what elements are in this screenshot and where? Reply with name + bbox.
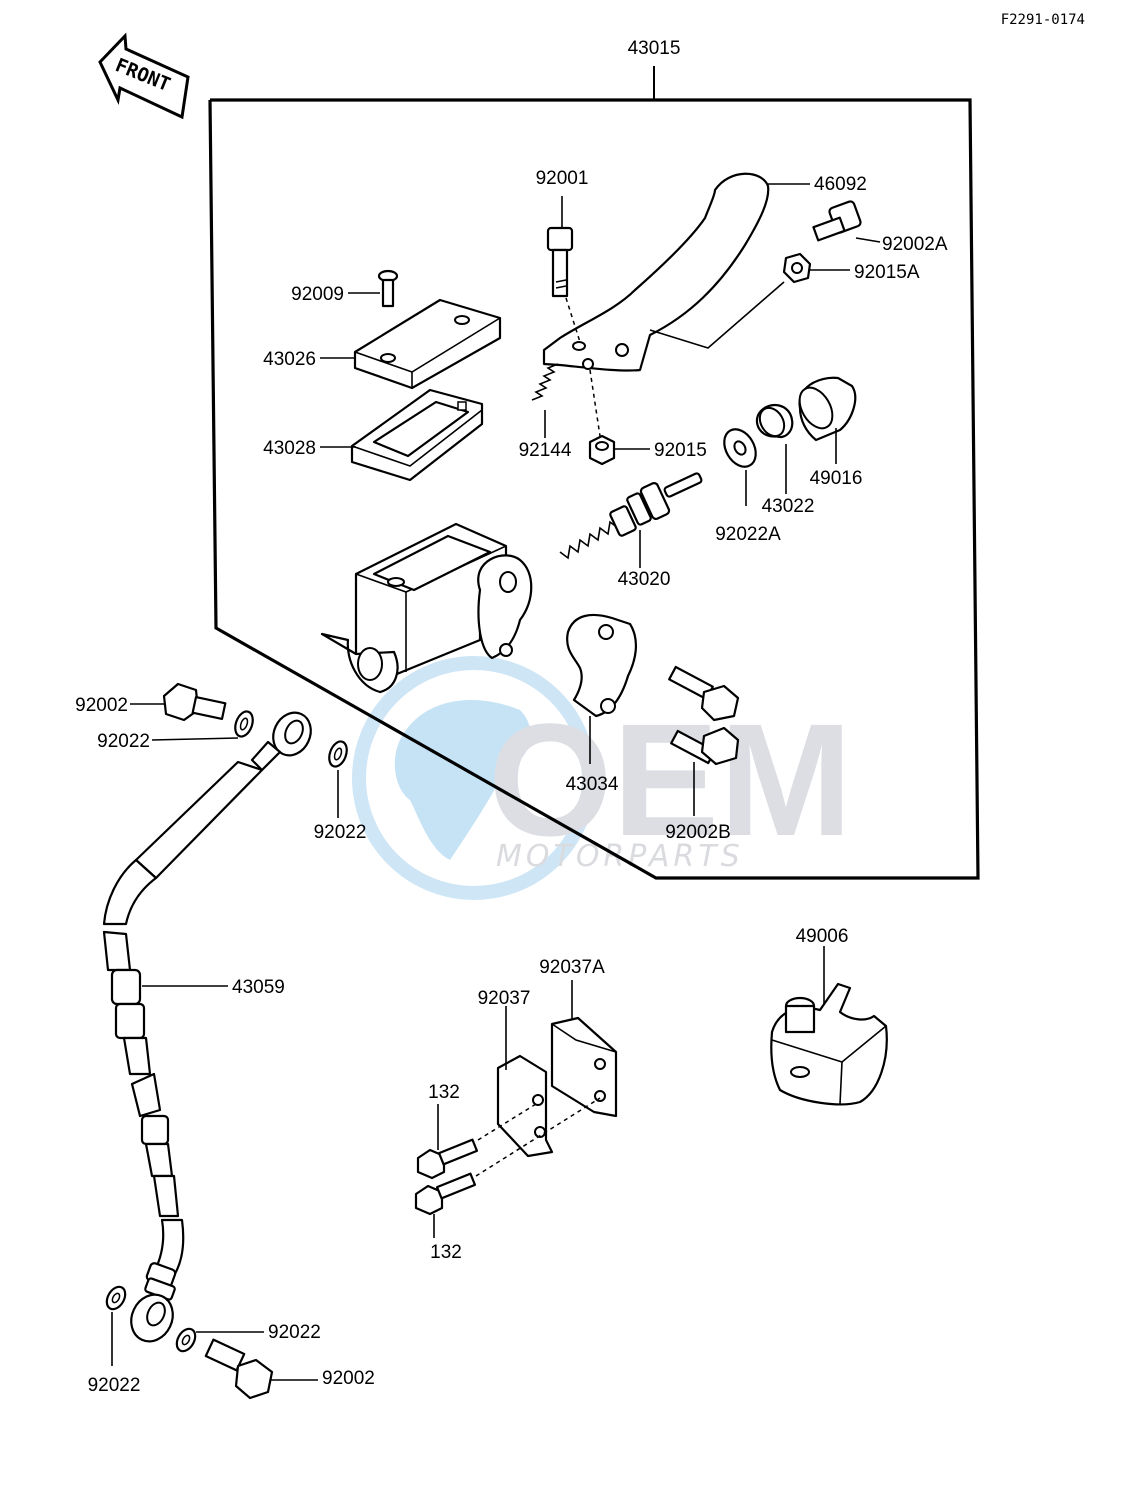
label-92009: 92009 [291, 284, 344, 305]
circlip [755, 403, 794, 439]
dust-boot [798, 376, 857, 442]
bracket-92037A [550, 1016, 618, 1118]
label-92015: 92015 [654, 440, 707, 461]
label-49006: 49006 [796, 926, 849, 947]
lever-bolt [546, 226, 574, 298]
label-92022-top-left: 92022 [97, 731, 150, 752]
lever-nut [588, 434, 616, 466]
label-43028: 43028 [263, 438, 316, 459]
label-46092: 46092 [814, 174, 867, 195]
label-92002-bottom: 92002 [322, 1368, 375, 1389]
front-arrow: FRONT [98, 32, 190, 120]
pivot-bolt [812, 200, 862, 242]
label-92002-top: 92002 [75, 695, 128, 716]
handlebar-clamp [566, 613, 637, 718]
label-92037A: 92037A [539, 957, 605, 978]
label-92022-bottom-right: 92022 [268, 1322, 321, 1343]
bolt-132-upper [416, 1138, 479, 1180]
watermark-brand: OEM [488, 690, 852, 869]
reservoir-cover [770, 982, 888, 1106]
label-49016: 49016 [810, 468, 863, 489]
label-92015A: 92015A [854, 262, 920, 283]
gasket-bottom-right [175, 1327, 197, 1353]
label-43022: 43022 [762, 496, 815, 517]
assembly-frame [208, 66, 980, 880]
label-92037: 92037 [478, 988, 531, 1009]
label-43026: 43026 [263, 349, 316, 370]
label-92144: 92144 [519, 440, 572, 461]
diaphragm [350, 388, 484, 482]
label-43015: 43015 [628, 38, 681, 59]
banjo-bolt-top [162, 682, 227, 722]
label-92022A: 92022A [715, 524, 781, 545]
clamp-bolt-lower [670, 726, 740, 766]
label-132-lower: 132 [430, 1242, 462, 1263]
label-92022-top-right: 92022 [314, 822, 367, 843]
gasket-top-left [234, 710, 254, 738]
piston-assembly [559, 472, 703, 560]
label-92022-bottom-left: 92022 [88, 1375, 141, 1396]
label-92001: 92001 [536, 168, 589, 189]
brake-lever [542, 172, 770, 372]
leader-92002A [855, 237, 881, 243]
cap-screw [377, 269, 399, 308]
label-43059: 43059 [232, 977, 285, 998]
bracket-92037 [496, 1054, 554, 1158]
label-43020: 43020 [618, 569, 671, 590]
reservoir-cap [353, 298, 502, 390]
leader-92022-top-left [151, 737, 239, 741]
bolt-132-lower [414, 1172, 477, 1216]
drawing-code: F2291-0174 [1001, 12, 1085, 28]
lever-spring [531, 363, 559, 401]
banjo-bolt-bottom [204, 1338, 274, 1400]
label-43034: 43034 [566, 774, 619, 795]
pivot-nut [782, 252, 812, 284]
label-132-upper: 132 [428, 1082, 460, 1103]
label-92002A: 92002A [882, 234, 948, 255]
brake-hose [102, 711, 312, 1343]
clamp-bolt-upper [668, 665, 740, 722]
gasket-bottom-left [105, 1285, 127, 1311]
push-rod-washer [723, 428, 757, 468]
watermark: OEM MOTORPARTS [352, 656, 852, 900]
gasket-top-right [328, 740, 348, 768]
master-cylinder-body [320, 522, 533, 694]
label-92002B: 92002B [665, 822, 731, 843]
